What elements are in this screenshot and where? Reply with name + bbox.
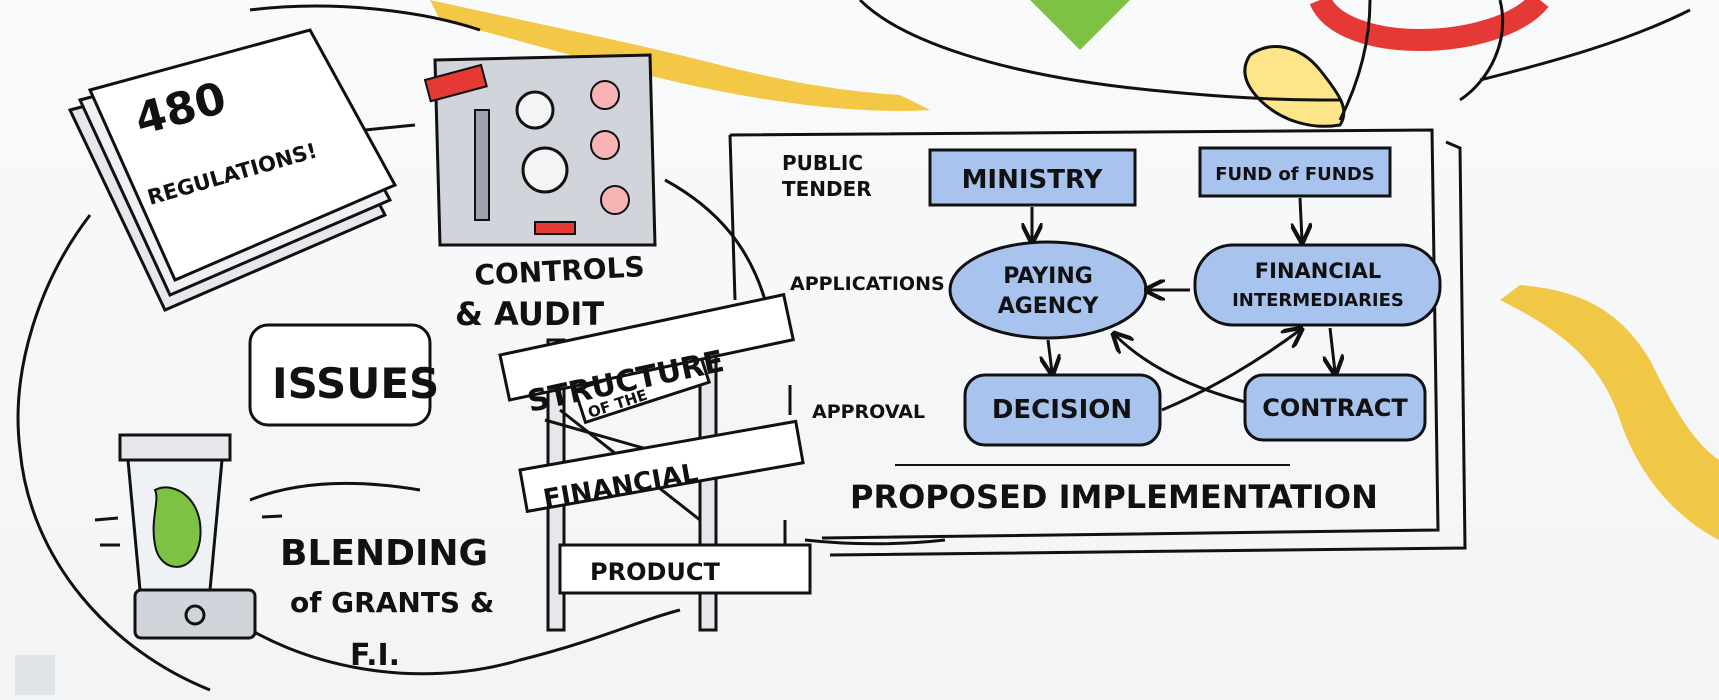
control-panel-icon bbox=[423, 53, 657, 247]
node-fund-of-funds bbox=[1198, 146, 1392, 198]
clapping-hands-sketch bbox=[1243, 45, 1346, 128]
issues-box bbox=[248, 323, 432, 427]
yellow-marker-swoosh-top bbox=[430, 0, 930, 111]
controls-label-line1: CONTROLS bbox=[474, 250, 646, 292]
red-circle-marker bbox=[1309, 0, 1549, 52]
yellow-marker-swoosh-right bbox=[1500, 285, 1719, 540]
loop-line-left bbox=[16, 214, 211, 692]
node-fund-of-funds-label: FUND of FUNDS bbox=[1215, 164, 1375, 185]
node-decision bbox=[963, 373, 1162, 447]
issues-label: ISSUES bbox=[272, 359, 439, 408]
signpost-icon bbox=[498, 292, 812, 632]
blending-line2: of GRANTS & bbox=[290, 586, 494, 619]
green-marker-shape bbox=[1030, 0, 1130, 50]
node-paying-agency-line1: PAYING bbox=[1003, 264, 1093, 289]
node-fi-line1: FINANCIAL bbox=[1255, 259, 1381, 283]
blender-icon bbox=[118, 433, 257, 640]
row-label-approval: APPROVAL bbox=[812, 401, 925, 423]
blending-line3: F.I. bbox=[350, 638, 400, 673]
node-paying-agency-line2: AGENCY bbox=[998, 294, 1100, 319]
node-ministry-label: MINISTRY bbox=[962, 165, 1104, 195]
regulations-paper-stack bbox=[67, 28, 398, 312]
node-paying-agency bbox=[948, 240, 1148, 340]
node-financial-intermediaries bbox=[1193, 243, 1442, 327]
flow-arrows bbox=[1032, 197, 1335, 412]
node-decision-label: DECISION bbox=[992, 395, 1132, 425]
controls-label-line2: & AUDIT bbox=[455, 295, 604, 333]
blending-line1: BLENDING bbox=[280, 533, 488, 574]
implementation-title: PROPOSED IMPLEMENTATION bbox=[850, 478, 1378, 516]
node-fi-line2: INTERMEDIARIES bbox=[1232, 290, 1404, 311]
row-label-public: PUBLIC bbox=[782, 151, 863, 175]
implementation-frame bbox=[728, 128, 1467, 557]
row-label-tender: TENDER bbox=[782, 177, 872, 201]
node-contract-label: CONTRACT bbox=[1262, 394, 1408, 422]
row-label-applications: APPLICATIONS bbox=[790, 273, 945, 295]
product-sign: PRODUCT bbox=[590, 558, 720, 586]
node-ministry bbox=[928, 148, 1137, 207]
